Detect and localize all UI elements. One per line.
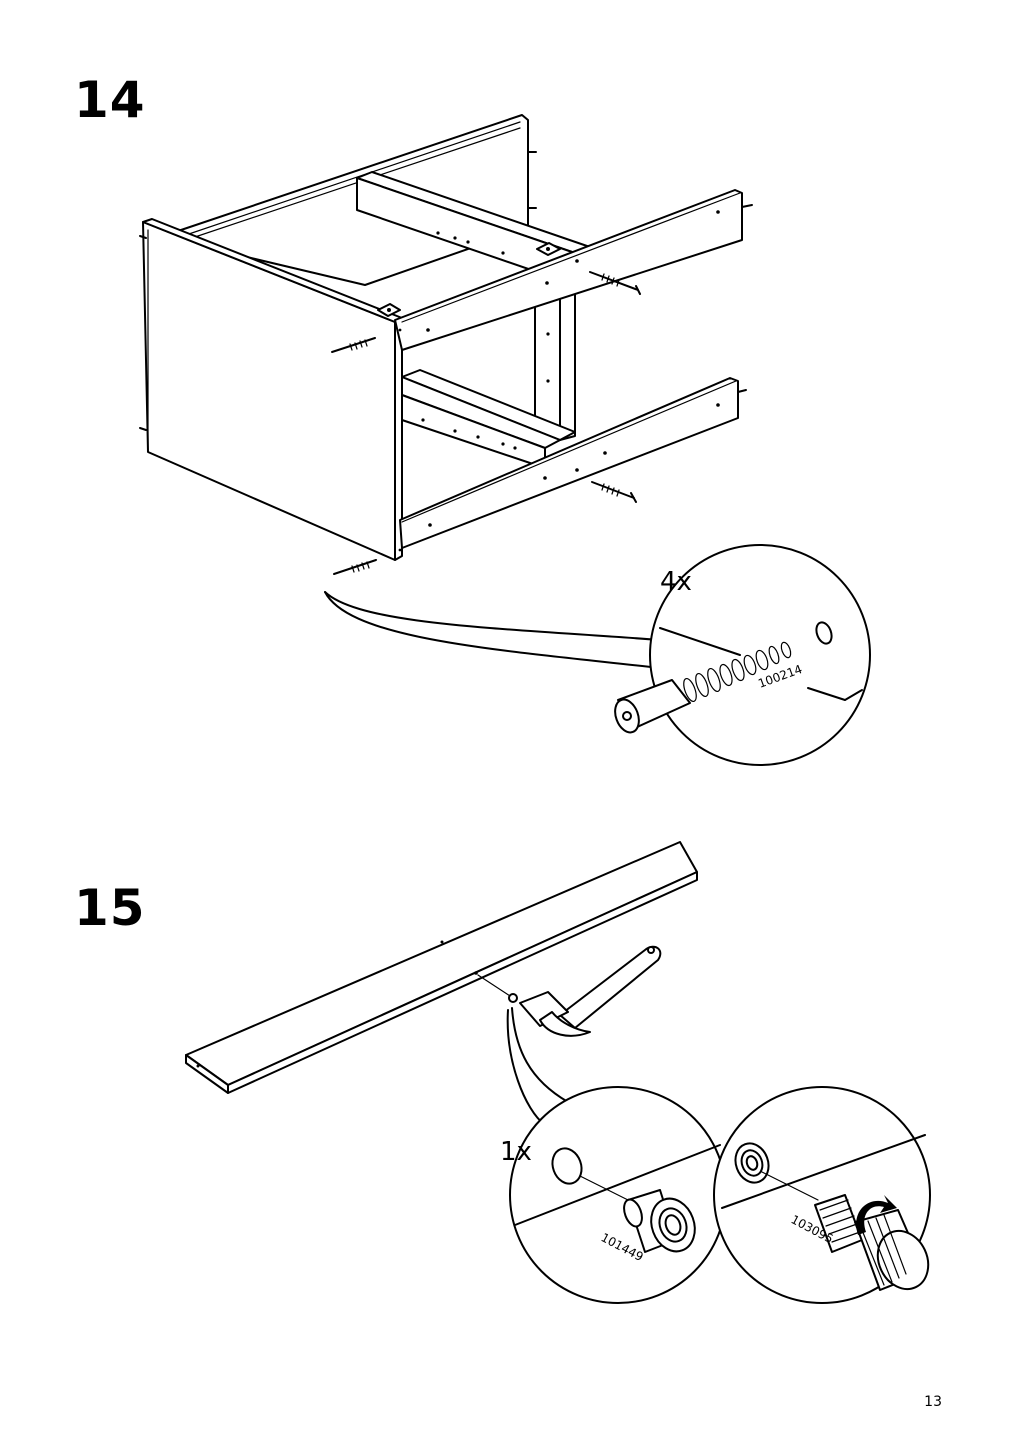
board-top <box>185 841 698 1086</box>
callout-pointer-15 <box>511 1007 569 1103</box>
detail-circle-foot: 103095 <box>713 1086 931 1304</box>
hammer-icon <box>477 945 662 1037</box>
page-number: 13 <box>924 1394 942 1410</box>
quantity-label-15: 1x <box>500 1137 532 1167</box>
quantity-label-14: 4x <box>660 567 692 597</box>
detail-circle-insert: 101449 <box>509 1086 727 1304</box>
adjustable-foot <box>814 1194 930 1291</box>
cabinet-frame-illustration <box>139 114 753 575</box>
threaded-insert <box>623 1189 696 1253</box>
top-front-rail <box>394 189 743 351</box>
screw-bottom-right <box>591 481 637 503</box>
rotate-arrow-icon <box>856 1195 897 1235</box>
hammer-handle <box>559 945 662 1029</box>
callout-pointer-14 <box>324 591 661 669</box>
nail-icon <box>508 993 518 1003</box>
board-illustration <box>185 841 698 1094</box>
screw-bottom-left <box>333 559 377 575</box>
bottom-front-rail <box>399 377 739 549</box>
screw-top-left <box>331 337 376 353</box>
detail-circle-screw: 100214 <box>614 544 871 766</box>
step-number-14: 14 <box>74 71 146 129</box>
screw-top-right <box>589 271 641 295</box>
step-number-15: 15 <box>74 879 146 937</box>
